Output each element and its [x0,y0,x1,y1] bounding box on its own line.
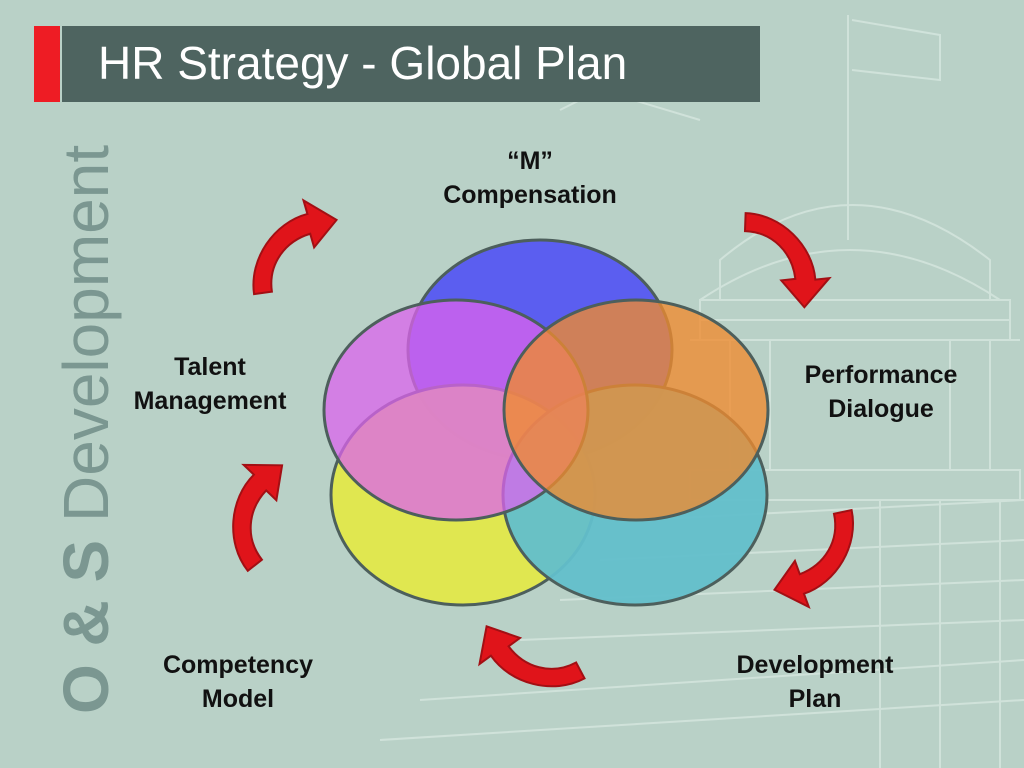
title-accent-bar [34,26,60,102]
label-competency-line2: Model [201,685,275,713]
label-compensation: “M” Compensation [398,144,662,212]
curved-arrow-icon [193,445,322,572]
label-competency-model: Competency Model [124,648,352,716]
curved-arrow-icon [760,509,871,615]
slide-title: HR Strategy - Global Plan [98,37,628,89]
label-performance-line2: Dialogue [828,395,934,423]
title-bar: HR Strategy - Global Plan [62,26,760,102]
label-performance-dialogue: Performance Dialogue [770,358,992,426]
label-performance-line1: Performance [804,361,958,389]
label-talent-line2: Management [133,387,287,415]
label-compensation-line1: “M” [507,147,553,175]
label-development-line2: Plan [788,685,842,713]
curved-arrow-icon [241,195,347,296]
circle-orange [502,298,770,522]
label-talent-line1: Talent [174,353,246,381]
label-talent-management: Talent Management [98,350,322,418]
label-development-line1: Development [736,651,894,679]
label-development-plan: Development Plan [700,648,930,716]
label-compensation-line2: Compensation [443,181,617,209]
curved-arrow-icon [464,596,586,720]
curved-arrow-icon [741,212,833,310]
venn-circles [322,238,770,607]
label-competency-line1: Competency [162,651,314,679]
